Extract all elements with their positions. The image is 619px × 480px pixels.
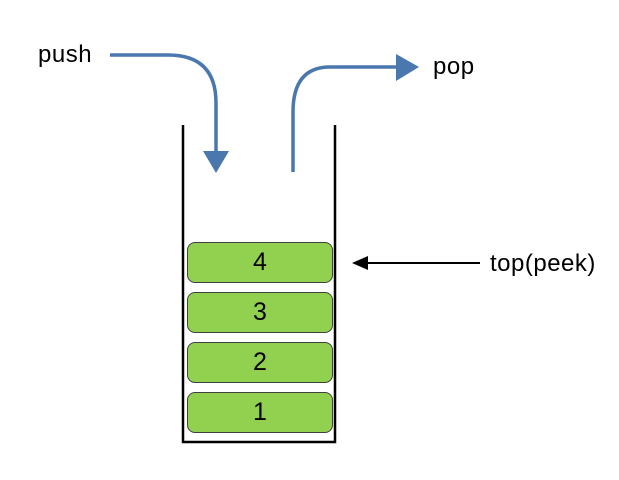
stack-item: 3 xyxy=(187,292,333,333)
pop-arrow-line xyxy=(291,65,397,172)
stack-item-value: 3 xyxy=(253,298,267,326)
stack-item-value: 2 xyxy=(253,348,267,376)
stack-item-value: 4 xyxy=(253,248,267,276)
stack-container-outline xyxy=(181,125,337,444)
push-label: push xyxy=(38,41,93,68)
stack-item: 2 xyxy=(187,342,333,383)
stack-item-bottom: 1 xyxy=(187,392,333,433)
pop-label: pop xyxy=(433,53,475,80)
stack-item-value: 1 xyxy=(253,398,267,426)
push-arrowhead-icon xyxy=(203,151,229,173)
top-peek-label: top(peek) xyxy=(490,250,596,277)
stack-item-top: 4 xyxy=(187,242,333,283)
push-arrow-line xyxy=(110,53,218,151)
pop-arrowhead-icon xyxy=(396,54,419,81)
top-peek-arrowhead-icon xyxy=(352,256,368,270)
